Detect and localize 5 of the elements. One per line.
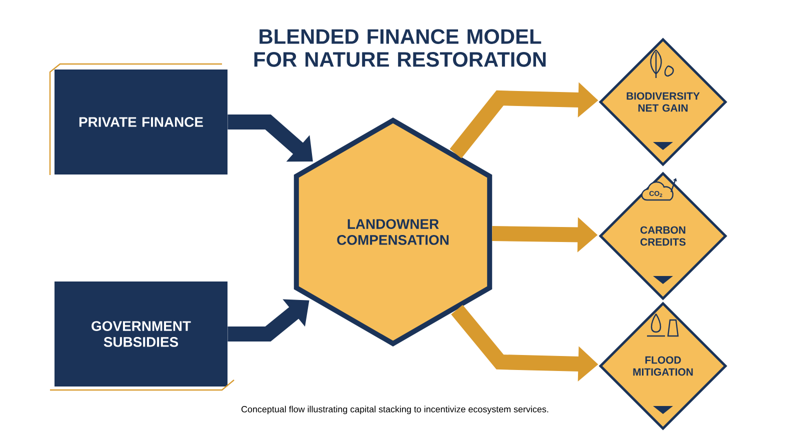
title: BLENDED FINANCE MODEL FOR NATURE RESTORATION xyxy=(254,29,546,67)
source-box: PRIVATE FINANCE xyxy=(54,70,228,174)
caption: Conceptual flow illustrating capital stacking to incentivize ecosystem services. xyxy=(241,406,548,414)
source-box: GOVERNMENT SUBSIDIES xyxy=(54,282,228,386)
hexagon-node: LANDOWNER COMPENSATION xyxy=(294,118,492,346)
